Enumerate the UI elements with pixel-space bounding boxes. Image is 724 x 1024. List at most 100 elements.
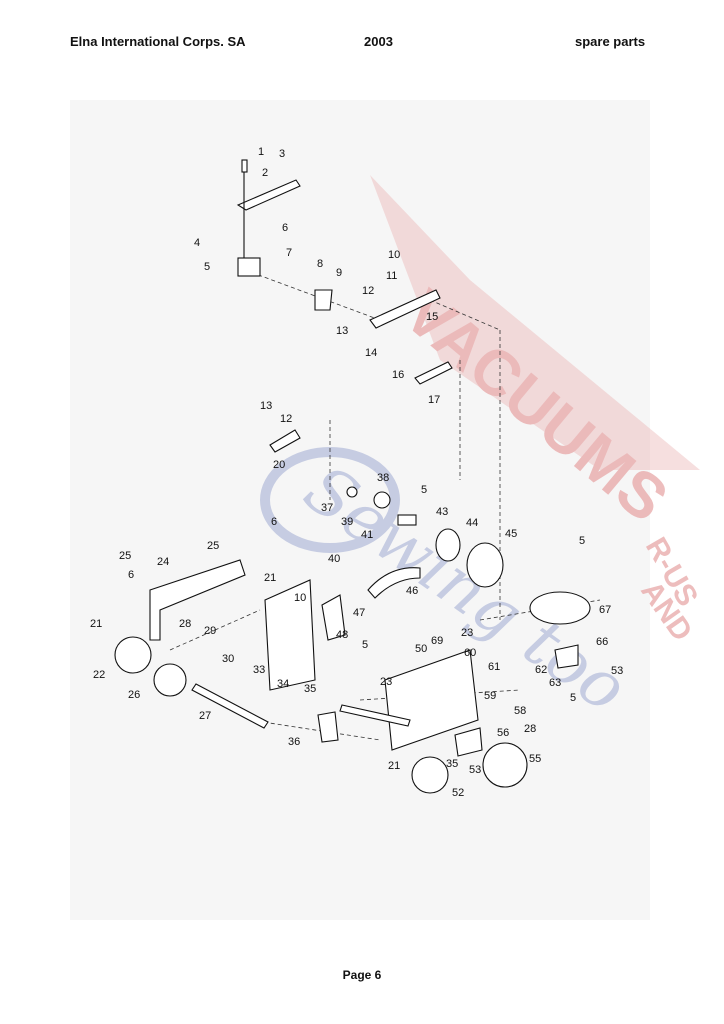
part-sprocket-22	[114, 636, 152, 674]
callout-label: 6	[128, 569, 134, 581]
diagram-background	[70, 100, 650, 920]
watermark-red-triangle	[370, 175, 700, 470]
callout-label: 48	[336, 629, 348, 641]
part-plate-24	[149, 559, 246, 641]
callout-label: 5	[570, 692, 576, 704]
callout-label: 35	[446, 758, 458, 770]
callout-label: 22	[93, 669, 105, 681]
callout-label: 25	[207, 540, 219, 552]
callout-label: 25	[119, 550, 131, 562]
part-bracket-20	[269, 429, 301, 453]
parts	[114, 159, 591, 794]
callout-label: 11	[386, 270, 397, 282]
callout-label: 59	[484, 690, 496, 702]
callout-label: 23	[461, 627, 473, 639]
part-bushing-41	[397, 514, 417, 526]
callout-label: 10	[294, 592, 306, 604]
part-screw	[241, 159, 248, 173]
callout-label: 30	[222, 653, 234, 665]
part-arm-17	[414, 361, 453, 385]
callout-label: 13	[260, 400, 272, 412]
callout-label: 4	[194, 237, 200, 249]
part-washer-37	[346, 486, 358, 498]
callout-label: 58	[514, 705, 526, 717]
part-cam-47	[321, 594, 346, 641]
callout-label: 5	[204, 261, 210, 273]
callout-label: 61	[488, 661, 500, 673]
callout-label: 26	[128, 689, 140, 701]
part-sprocket-26	[153, 663, 187, 697]
callout-label: 40	[328, 553, 340, 565]
callout-label: 52	[452, 787, 464, 799]
callout-label: 29	[204, 625, 216, 637]
callout-label: 21	[388, 760, 400, 772]
callout-label: 50	[415, 643, 427, 655]
callout-label: 60	[464, 647, 476, 659]
callout-label: 43	[436, 506, 448, 518]
part-lever-3	[236, 179, 301, 211]
callout-label: 36	[288, 736, 300, 748]
callout-label: 53	[469, 764, 481, 776]
callout-label: 6	[282, 222, 288, 234]
callout-label: 21	[90, 618, 102, 630]
callout-label: 5	[579, 535, 585, 547]
callout-label: 41	[361, 529, 373, 541]
part-wheel-55	[482, 742, 528, 788]
callout-label: 6	[271, 516, 277, 528]
part-bracket-7	[237, 257, 261, 277]
part-pulley-45	[466, 542, 504, 588]
header-year: 2003	[364, 34, 393, 49]
callout-label: 9	[336, 267, 342, 279]
callout-label: 46	[406, 585, 418, 597]
header-company: Elna International Corps. SA	[70, 34, 246, 49]
callout-label: 38	[377, 472, 389, 484]
callout-label: 35	[304, 683, 316, 695]
callout-label: 10	[388, 249, 400, 261]
callout-label: 21	[264, 572, 276, 584]
part-lever-15	[369, 289, 441, 329]
callout-label: 55	[529, 753, 541, 765]
callout-label: 14	[365, 347, 377, 359]
header-section: spare parts	[575, 34, 646, 49]
part-arm-46	[367, 567, 421, 599]
callout-label: 20	[273, 459, 285, 471]
callout-label: 62	[535, 664, 547, 676]
callout-label: 69	[431, 635, 443, 647]
callout-label: 1	[258, 146, 264, 158]
callout-label: 56	[497, 727, 509, 739]
part-gear-39	[373, 491, 391, 509]
callout-label: 24	[157, 556, 169, 568]
callout-label: 34	[277, 678, 289, 690]
page-number: Page 6	[342, 968, 382, 982]
part-bracket-36	[317, 711, 339, 743]
part-shaft-27	[191, 683, 269, 729]
callout-label: 33	[253, 664, 265, 676]
part-wheel-52	[411, 756, 449, 794]
callout-label: 47	[353, 607, 365, 619]
callout-label: 13	[336, 325, 348, 337]
part-bracket-9	[314, 289, 333, 311]
callout-label: 16	[392, 369, 404, 381]
part-bracket-66	[554, 644, 579, 669]
callout-label: 67	[599, 604, 611, 616]
callout-label: 15	[426, 311, 438, 323]
callout-labels: 1 2 3 4 5 6 7 8 9 10 11 12 13 14 15 16 1…	[90, 146, 623, 799]
callout-label: 63	[549, 677, 561, 689]
part-knob-67	[529, 591, 591, 625]
part-frame-33	[264, 579, 316, 691]
part-shaft-23	[339, 704, 411, 727]
callout-label: 12	[362, 285, 374, 297]
part-bracket-56	[454, 727, 483, 757]
callout-label: 28	[524, 723, 536, 735]
callout-label: 2	[262, 167, 268, 179]
callout-label: 45	[505, 528, 517, 540]
callout-label: 53	[611, 665, 623, 677]
callout-label: 12	[280, 413, 292, 425]
callout-label: 44	[466, 517, 478, 529]
callout-label: 66	[596, 636, 608, 648]
callout-label: 23	[380, 676, 392, 688]
callout-label: 39	[341, 516, 353, 528]
callout-label: 8	[317, 258, 323, 270]
callout-label: 27	[199, 710, 211, 722]
